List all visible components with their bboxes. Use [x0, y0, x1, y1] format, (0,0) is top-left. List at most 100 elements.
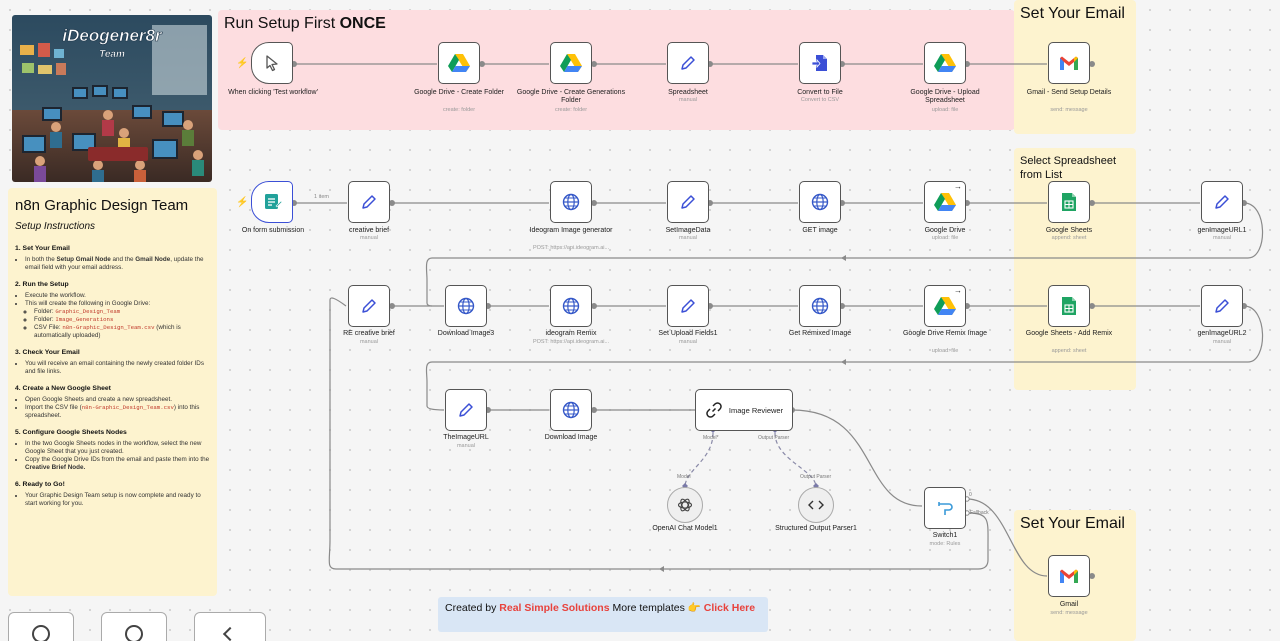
- the-image-url-label: TheImageURL: [443, 434, 489, 441]
- gen-image-url1-sub: manual: [1212, 235, 1232, 241]
- author-link[interactable]: Real Simple Solutions: [499, 602, 610, 614]
- step-4-title: 4. Create a New Google Sheet: [15, 385, 111, 392]
- download-image3-node[interactable]: [445, 285, 487, 327]
- svg-text:Team: Team: [99, 49, 125, 60]
- google-drive-sub: upload: file: [931, 235, 959, 241]
- gs-add-remix-node[interactable]: [1048, 285, 1090, 327]
- the-image-url-sub: manual: [456, 443, 476, 449]
- structured-output-parser-label: Structured Output Parser1: [775, 525, 857, 532]
- canvas-control-button-3[interactable]: [194, 612, 266, 641]
- ideogram-generator-node[interactable]: [550, 181, 592, 223]
- openai-chat-model-node[interactable]: [667, 487, 703, 523]
- instructions-sticky-note[interactable]: n8n Graphic Design Team Setup Instructio…: [8, 188, 217, 596]
- parser-input-label: Output Parser: [800, 474, 832, 480]
- model-output-label: Model*: [703, 435, 719, 441]
- image-reviewer-label: Image Reviewer: [728, 405, 784, 415]
- get-remixed-image-label: Get Remixed Image: [788, 330, 852, 337]
- google-drive-icon: [448, 54, 470, 72]
- gmail-label: Gmail: [1059, 601, 1079, 608]
- step-6-title: 6. Ready to Go!: [15, 481, 65, 488]
- pen-icon: [362, 195, 376, 209]
- gen-image-url2-node[interactable]: [1201, 285, 1243, 327]
- switch1-node[interactable]: [924, 487, 966, 529]
- google-drive-icon: [934, 193, 956, 211]
- convert-to-file-node[interactable]: [799, 42, 841, 84]
- instructions-subtitle: Setup Instructions: [15, 221, 96, 232]
- ideogram-remix-sub: POST: https://api.ideogram.ai...: [532, 339, 610, 345]
- setup-sticky-note[interactable]: Run Setup First ONCE: [218, 10, 1015, 130]
- google-sheets-sub: append: sheet: [1051, 235, 1087, 241]
- gmail-node[interactable]: [1048, 555, 1090, 597]
- image-reviewer-node[interactable]: Image Reviewer: [695, 389, 793, 431]
- google-drive-icon: [934, 297, 956, 315]
- gd-create-generations-node[interactable]: [550, 42, 592, 84]
- google-drive-node[interactable]: →: [924, 181, 966, 223]
- globe-icon: [811, 297, 829, 315]
- gmail-setup-node[interactable]: [1048, 42, 1090, 84]
- google-sheets-node[interactable]: [1048, 181, 1090, 223]
- download-image3-label: Download Image3: [437, 330, 495, 337]
- gd-upload-spreadsheet-node[interactable]: [924, 42, 966, 84]
- manual-trigger-node[interactable]: [251, 42, 293, 84]
- link-icon: [706, 402, 722, 418]
- gmail-setup-label: Gmail - Send Setup Details: [1026, 89, 1112, 96]
- model-input-label: Model: [677, 474, 691, 480]
- circle-icon: [125, 625, 143, 641]
- gen-image-url1-label: genImageURL1: [1197, 227, 1247, 234]
- switch1-label: Switch1: [932, 532, 958, 539]
- gs-add-remix-label: Google Sheets - Add Remix: [1025, 330, 1113, 337]
- form-trigger-node[interactable]: [251, 181, 293, 223]
- templates-link[interactable]: Click Here: [703, 602, 756, 614]
- creative-brief-node[interactable]: [348, 181, 390, 223]
- gen-image-url1-node[interactable]: [1201, 181, 1243, 223]
- switch-fallback-label: Fallback: [970, 510, 989, 516]
- google-sheets-label: Google Sheets: [1045, 227, 1093, 234]
- gmail-icon: [1060, 56, 1078, 70]
- step-1: 1. Set Your Email In both the Setup Gmai…: [15, 245, 210, 272]
- gd-remix-image-node[interactable]: →: [924, 285, 966, 327]
- openai-chat-model-label: OpenAI Chat Model1: [652, 525, 718, 532]
- step-1-item: In both the Setup Gmail Node and the Gma…: [25, 256, 210, 272]
- canvas-control-button-1[interactable]: [8, 612, 74, 641]
- re-creative-brief-node[interactable]: [348, 285, 390, 327]
- switch-icon: [938, 502, 953, 515]
- circle-icon: [32, 625, 50, 641]
- set-image-data-label: SetImageData: [665, 227, 711, 234]
- credit-text: Created by: [445, 602, 500, 614]
- canvas-control-button-2[interactable]: [101, 612, 167, 641]
- ideogram-remix-node[interactable]: [550, 285, 592, 327]
- set-upload-fields-node[interactable]: [667, 285, 709, 327]
- step-5-title: 5. Configure Google Sheets Nodes: [15, 429, 127, 436]
- items-count-label: 1 item: [314, 194, 329, 200]
- re-creative-brief-label: RE creative brief: [343, 330, 395, 337]
- the-image-url-node[interactable]: [445, 389, 487, 431]
- chevron-icon: [222, 626, 238, 641]
- spreadsheet-node[interactable]: [667, 42, 709, 84]
- re-creative-brief-sub: manual: [359, 339, 379, 345]
- spreadsheet-label: Spreadsheet: [668, 89, 708, 96]
- gen-image-url2-label: genImageURL2: [1197, 330, 1247, 337]
- step-4-item: Import the CSV file (n8n-Graphic_Design_…: [25, 404, 210, 420]
- gd-create-generations-sub: create: folder: [554, 107, 588, 113]
- manual-trigger-label: When clicking 'Test workflow': [228, 89, 318, 96]
- pen-icon: [681, 299, 695, 313]
- form-trigger-label: On form submission: [241, 227, 305, 234]
- step-2-item: This will create the following in Google…: [25, 300, 210, 340]
- google-drive-icon: [934, 54, 956, 72]
- gd-remix-image-sub: upload: file: [931, 348, 959, 354]
- gd-create-folder-node[interactable]: [438, 42, 480, 84]
- step-6-item: Your Graphic Design Team setup is now co…: [25, 492, 210, 508]
- get-remixed-image-node[interactable]: [799, 285, 841, 327]
- credit-sticky-note[interactable]: Created by Real Simple Solutions More te…: [438, 597, 768, 632]
- google-drive-label: Google Drive: [924, 227, 966, 234]
- select-sheet-sticky-title: Select Spreadsheet from List: [1020, 155, 1117, 181]
- trigger-bolt-icon: ⚡: [236, 197, 249, 208]
- structured-output-parser-node[interactable]: [798, 487, 834, 523]
- step-5: 5. Configure Google Sheets Nodes In the …: [15, 429, 210, 472]
- arrow-right-icon: →: [954, 182, 962, 191]
- set-image-data-node[interactable]: [667, 181, 709, 223]
- gd-remix-image-label: Google Drive Remix Image: [902, 330, 988, 337]
- get-image-node[interactable]: [799, 181, 841, 223]
- gd-upload-spreadsheet-sub: upload: file: [931, 107, 959, 113]
- download-image-node[interactable]: [550, 389, 592, 431]
